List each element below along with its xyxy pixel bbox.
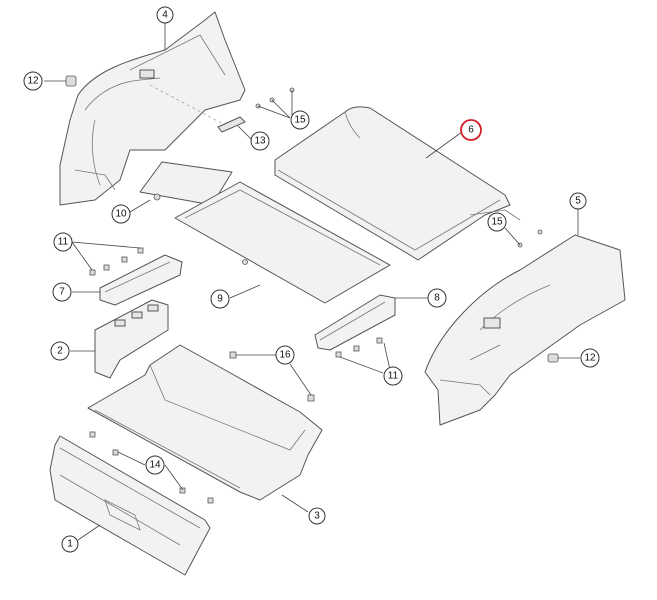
callout-label: 9 (217, 294, 223, 305)
callout-13: 13 (250, 131, 270, 151)
callout-label: 13 (254, 136, 266, 147)
callout-10: 10 (111, 204, 131, 224)
callout-label: 11 (388, 371, 399, 382)
part-11-clips-lower (335, 337, 391, 374)
part-8-right-trim (314, 294, 428, 351)
callout-label: 12 (27, 76, 39, 87)
callout-3: 3 (308, 507, 326, 525)
callout-label: 12 (584, 353, 596, 364)
part-1-scuff-panel (49, 435, 211, 576)
callout-7: 7 (52, 282, 72, 302)
part-13-clip (149, 84, 253, 141)
part-6-parcel-shelf (274, 106, 521, 261)
callout-label: 3 (314, 511, 320, 522)
callout-label: 4 (162, 10, 168, 21)
callout-label: 10 (115, 209, 127, 220)
part-10-side-panel (129, 161, 233, 213)
callout-4: 4 (156, 6, 174, 50)
part-15-screws-top (255, 87, 295, 119)
part-11-clips-top (71, 241, 144, 276)
callout-label: 8 (434, 293, 440, 304)
part-12-clip-left (44, 75, 77, 87)
callout-label: 15 (491, 217, 503, 228)
part-4-left-quarter-trim (59, 11, 246, 206)
callout-9: 9 (210, 289, 230, 309)
callout-label: 1 (67, 539, 73, 550)
callout-label: 6 (468, 125, 474, 136)
part-3-trunk-carpet (87, 344, 323, 513)
callout-2: 2 (50, 341, 70, 361)
part-7-trim-strip (72, 254, 183, 306)
callout-label: 14 (149, 460, 161, 471)
part-2-bracket (70, 299, 169, 379)
part-9-floor-board (174, 181, 391, 304)
callout-label: 16 (279, 350, 291, 361)
callout-11-top: 11 (53, 232, 73, 252)
callout-15-right: 15 (487, 212, 507, 232)
callout-16: 16 (275, 345, 295, 365)
callout-5: 5 (569, 192, 587, 235)
callout-label: 11 (58, 237, 69, 248)
callout-12-right: 12 (580, 348, 600, 368)
part-12-clip-right (547, 353, 580, 363)
callout-label: 2 (57, 346, 63, 357)
callout-6: 6 (460, 119, 482, 141)
callout-label: 7 (59, 287, 65, 298)
callout-12-left: 12 (23, 71, 43, 91)
part-5-right-quarter-trim (424, 234, 626, 426)
part-15-screws-right (504, 227, 543, 248)
callouts: 4 12 15 13 6 10 5 15 (23, 6, 600, 553)
callout-label: 5 (575, 196, 581, 207)
callout-11-lower: 11 (383, 366, 403, 386)
callout-8: 8 (427, 288, 447, 308)
callout-label: 15 (294, 115, 306, 126)
callout-14: 14 (145, 455, 165, 475)
part-16-clips (229, 351, 315, 402)
callout-15-top: 15 (290, 110, 310, 130)
callout-1: 1 (61, 535, 79, 553)
part-14-clips (89, 431, 214, 504)
